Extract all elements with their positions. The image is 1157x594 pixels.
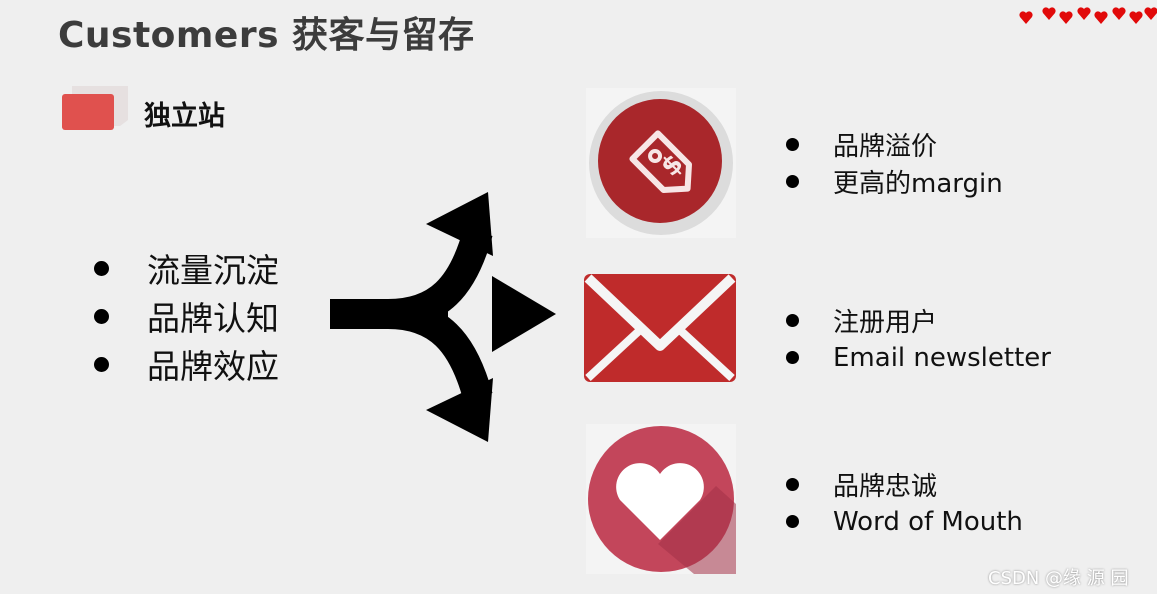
left-bullet-list: 流量沉淀 品牌认知 品牌效应	[94, 244, 279, 388]
bullet-icon	[786, 138, 799, 151]
bullet-icon	[786, 314, 799, 327]
hearts-decoration-icon	[1019, 7, 1157, 24]
heart-icon	[586, 424, 736, 574]
list-item: 品牌溢价	[786, 126, 1003, 163]
list-item: 更高的margin	[786, 163, 1003, 200]
list-item: Email newsletter	[786, 339, 1051, 376]
watermark: CSDN @缘 源 园	[988, 568, 1129, 589]
list-item: 品牌认知	[94, 292, 279, 340]
bullet-icon	[94, 356, 109, 372]
badge-label: 独立站	[144, 101, 225, 132]
bullet-icon	[786, 515, 799, 528]
list-item: Word of Mouth	[786, 503, 1023, 540]
bullet-icon	[786, 478, 799, 491]
right-list-email: 注册用户 Email newsletter	[786, 302, 1051, 376]
three-way-split-arrow-icon	[330, 192, 556, 442]
list-item: 品牌忠诚	[786, 466, 1023, 503]
list-item: 注册用户	[786, 302, 1051, 339]
right-list-loyalty: 品牌忠诚 Word of Mouth	[786, 466, 1023, 540]
right-list-pricing: 品牌溢价 更高的margin	[786, 126, 1003, 200]
list-item: 流量沉淀	[94, 244, 279, 292]
bullet-icon	[786, 175, 799, 188]
price-tag-icon: $	[586, 88, 736, 238]
red-tag-badge-icon	[62, 86, 128, 130]
slide-title: Customers 获客与留存	[58, 15, 475, 56]
bullet-icon	[786, 351, 799, 364]
envelope-icon	[582, 268, 738, 386]
list-item: 品牌效应	[94, 340, 279, 388]
bullet-icon	[94, 260, 109, 276]
bullet-icon	[94, 308, 109, 324]
